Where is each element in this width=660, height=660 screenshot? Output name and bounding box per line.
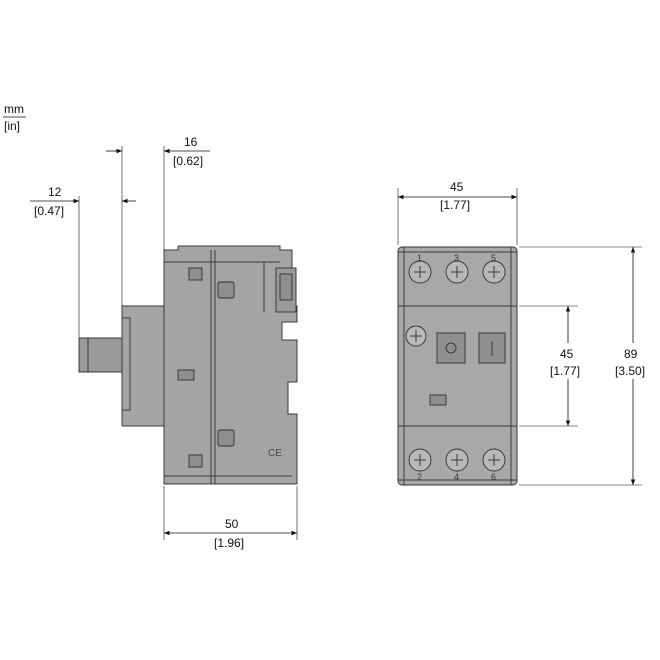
- terminal-label: 5: [491, 253, 496, 263]
- start-button: [436, 332, 466, 364]
- rotary-shaft: [78, 337, 125, 373]
- indicator-window: [429, 394, 447, 406]
- dim-depth-in: [1.96]: [214, 536, 244, 550]
- screw-cross-icon: [451, 454, 463, 466]
- bottom-window: [188, 454, 203, 468]
- dim-center-in: [1.77]: [550, 364, 580, 378]
- side-dimensions: 12 [0.47] 16 [0.62] 50 [1.96]: [30, 135, 298, 550]
- terminals-bottom: 2 4 6: [408, 448, 506, 482]
- start-button-circle-icon: [445, 342, 457, 354]
- terminal-label: 6: [491, 472, 496, 482]
- screw-cross-icon: [414, 266, 426, 278]
- front-dimensions: 45 [1.77] 89 [3.50] 45 [1.77]: [397, 180, 655, 486]
- dim-height-mm: 89: [624, 347, 638, 361]
- latch-top: [217, 281, 235, 299]
- dim-center-mm: 45: [560, 347, 574, 361]
- screw-cross-icon: [451, 266, 463, 278]
- screw-cross-icon: [414, 454, 426, 466]
- terminal-label: 3: [454, 253, 459, 263]
- dim-depth-mm: 50: [225, 517, 239, 531]
- units-legend: mm [in]: [3, 102, 26, 133]
- screw-cross-icon: [488, 454, 500, 466]
- dim-width-in: [1.77]: [440, 198, 470, 212]
- ce-mark: CE: [268, 448, 282, 459]
- terminal-label: 1: [417, 253, 422, 263]
- unit-primary: mm: [4, 102, 24, 116]
- latch-bottom: [217, 429, 235, 447]
- dim-center-label-bg: [546, 343, 590, 379]
- dim-shaft-in: [0.47]: [34, 204, 64, 218]
- dial-cross-icon: [410, 330, 422, 342]
- dim-offset-mm: 16: [184, 135, 198, 149]
- screw-cross-icon: [488, 266, 500, 278]
- dim-height-in: [3.50]: [615, 364, 645, 378]
- clamp-screw: [279, 273, 293, 301]
- front-view: 1 3 5 2 4 6: [397, 246, 518, 486]
- mid-window: [177, 369, 195, 381]
- side-view: CE: [78, 245, 298, 485]
- terminals-top: 1 3 5: [408, 253, 506, 284]
- terminal-label: 4: [454, 472, 459, 482]
- dim-offset-in: [0.62]: [173, 154, 203, 168]
- terminal-label: 2: [417, 472, 422, 482]
- dim-shaft-mm: 12: [48, 185, 62, 199]
- dim-height-label-bg: [611, 343, 655, 379]
- side-housing: [121, 245, 298, 485]
- dim-width-mm: 45: [450, 180, 464, 194]
- unit-secondary: [in]: [4, 119, 20, 133]
- top-window: [188, 267, 203, 281]
- control-panel: [405, 325, 506, 406]
- front-step: [122, 317, 131, 411]
